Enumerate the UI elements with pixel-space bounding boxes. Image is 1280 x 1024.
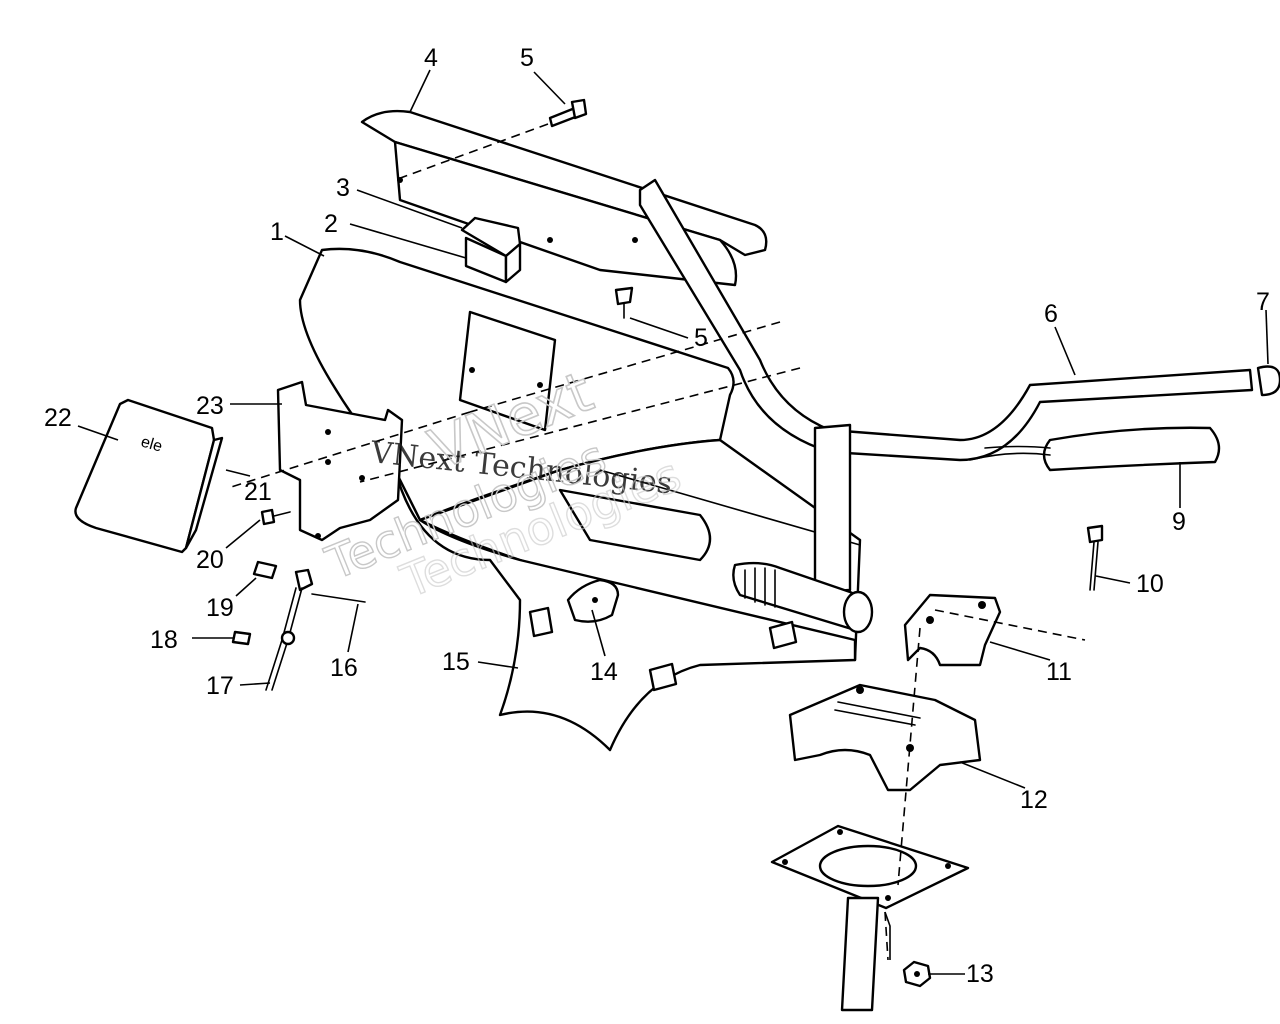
part-9-grip — [969, 426, 1221, 472]
callout-20: 20 — [196, 546, 224, 574]
callout-3: 3 — [336, 174, 350, 202]
part-16-pin — [311, 593, 366, 603]
callout-13: 13 — [966, 960, 994, 988]
steering-column — [840, 896, 880, 1012]
steering-plate — [770, 824, 970, 910]
part-14-bushing — [566, 578, 620, 623]
callout-12: 12 — [1020, 786, 1048, 814]
part-20-screw — [260, 508, 291, 526]
decal-text: ele — [139, 434, 164, 456]
callout-18: 18 — [150, 626, 178, 654]
callout-22: 22 — [44, 404, 72, 432]
part-18-spring — [231, 630, 252, 646]
callout-7: 7 — [1256, 288, 1270, 316]
callout-4: 4 — [424, 44, 438, 72]
part-7-bar-end — [1256, 365, 1280, 397]
part-1-housing — [298, 247, 735, 522]
part-17-cable — [265, 568, 314, 691]
leader-lines — [77, 69, 1269, 975]
assembly-lines — [227, 123, 1086, 961]
callout-17: 17 — [206, 672, 234, 700]
callout-15: 15 — [442, 648, 470, 676]
callout-21: 21 — [244, 478, 272, 506]
part-15-fairing — [393, 468, 857, 752]
part-4-upper-cover — [360, 109, 768, 287]
callout-1: 1 — [270, 218, 284, 246]
callout-14: 14 — [590, 658, 618, 686]
callout-10: 10 — [1136, 570, 1164, 598]
part-5-bolt-upper — [548, 98, 588, 128]
part-19-pin — [252, 560, 278, 580]
part-10-bolt — [1086, 524, 1104, 591]
part-6-handlebar — [638, 178, 1254, 634]
callout-9: 9 — [1172, 508, 1186, 536]
callout-19: 19 — [206, 594, 234, 622]
callout-2: 2 — [324, 210, 338, 238]
part-5-bolt-lower — [614, 286, 634, 319]
callout-6: 6 — [1044, 300, 1058, 328]
part-3-switch — [460, 216, 522, 284]
callout-11: 11 — [1046, 658, 1072, 686]
callout-16: 16 — [330, 654, 358, 682]
callout-23: 23 — [196, 392, 224, 420]
callout-5-lower: 5 — [694, 324, 708, 352]
callout-labels: 4 5 3 2 1 5 6 7 9 10 11 12 13 14 15 16 1… — [44, 44, 1270, 988]
part-13-nut — [902, 960, 932, 988]
part-11-clamp — [903, 593, 1002, 667]
part-23-bracket — [276, 380, 404, 542]
part-12-clamp — [788, 683, 982, 792]
lower-panel — [418, 438, 862, 662]
part-22-panel: ele — [74, 398, 224, 554]
callout-5-upper: 5 — [520, 44, 534, 72]
